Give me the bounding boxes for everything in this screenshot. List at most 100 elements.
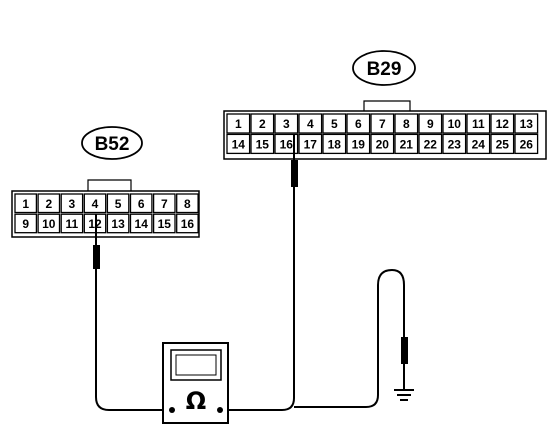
b29-pin-label: 4 bbox=[307, 117, 314, 131]
b29-pin-cell bbox=[514, 113, 539, 134]
b29-pin-cell bbox=[274, 113, 299, 134]
b52-pin-cell bbox=[129, 213, 153, 234]
b29-pin-label: 19 bbox=[352, 137, 366, 151]
b29-pin-label: 21 bbox=[400, 137, 414, 151]
b52-pin-cell bbox=[60, 213, 84, 234]
b29-pin-cell bbox=[250, 113, 275, 134]
b29-pin-label: 15 bbox=[256, 137, 270, 151]
b52-pin-label: 10 bbox=[42, 217, 56, 231]
b29-pin-label: 2 bbox=[259, 117, 266, 131]
probe-tip-b29 bbox=[291, 160, 298, 187]
b52-pin-label: 14 bbox=[135, 217, 149, 231]
b52-pin-label: 7 bbox=[161, 197, 168, 211]
ohm-symbol: Ω bbox=[186, 387, 206, 415]
b52-pin-label: 5 bbox=[115, 197, 122, 211]
b29-pin-cell bbox=[370, 113, 395, 134]
b52-pin-cell bbox=[14, 213, 38, 234]
b29-pin-label: 8 bbox=[403, 117, 410, 131]
b29-pin-label: 13 bbox=[520, 117, 534, 131]
b29-pin-cell bbox=[226, 113, 251, 134]
b29-pin-label: 17 bbox=[304, 137, 318, 151]
b29-pin-cell bbox=[322, 113, 347, 134]
connector-b52-tag bbox=[81, 126, 143, 160]
b29-pin-label: 18 bbox=[328, 137, 342, 151]
b52-pin-label: 11 bbox=[66, 217, 79, 231]
b29-pin-cell bbox=[466, 133, 491, 155]
b29-pin-label: 25 bbox=[496, 137, 510, 151]
b52-pin-label: 15 bbox=[158, 217, 172, 231]
b29-pin-label: 3 bbox=[283, 117, 290, 131]
b29-pin-cell bbox=[394, 133, 419, 155]
b29-pin-cell bbox=[298, 133, 323, 155]
b29-pin-label: 26 bbox=[520, 137, 534, 151]
b52-pin-label: 1 bbox=[22, 197, 29, 211]
b29-pin-cell bbox=[490, 133, 515, 155]
b52-pin-label: 13 bbox=[111, 217, 125, 231]
b29-pin-cell bbox=[418, 113, 443, 134]
b29-pin-cell bbox=[370, 133, 395, 155]
b52-pin-cell bbox=[60, 193, 84, 214]
b29-pin-cell bbox=[442, 113, 467, 134]
b29-pin-label: 24 bbox=[472, 137, 486, 151]
probe-tip-b52 bbox=[93, 245, 100, 269]
b52-pin-cell bbox=[176, 193, 199, 214]
b29-pin-cell bbox=[322, 133, 347, 155]
b29-pin-label: 16 bbox=[280, 137, 294, 151]
b29-pin-cell bbox=[466, 113, 491, 134]
b29-pin-cell bbox=[418, 133, 443, 155]
b52-pin-cell bbox=[106, 193, 130, 214]
b29-pin-label: 10 bbox=[448, 117, 462, 131]
b52-pin-label: 8 bbox=[184, 197, 191, 211]
b29-pin-label: 9 bbox=[427, 117, 434, 131]
b29-pin-cell bbox=[298, 113, 323, 134]
b29-pin-cell bbox=[250, 133, 275, 155]
ohmmeter: Ω bbox=[162, 342, 229, 424]
b52-pin-cell bbox=[129, 193, 153, 214]
meter-terminal-left bbox=[169, 407, 175, 413]
ground-lead bbox=[294, 268, 408, 408]
b52-pin-cell bbox=[83, 193, 107, 214]
b52-pin-cell bbox=[14, 193, 38, 214]
b29-pin-label: 1 bbox=[235, 117, 242, 131]
b29-pin-cell bbox=[394, 113, 419, 134]
b29-pin-cell bbox=[490, 113, 515, 134]
b52-pin-cell bbox=[152, 193, 176, 214]
b29-pin-label: 12 bbox=[496, 117, 510, 131]
ground-icon bbox=[394, 389, 414, 401]
connector-b29-latch bbox=[363, 100, 411, 111]
probe-lead-b52 bbox=[93, 214, 168, 411]
b29-pin-cell bbox=[226, 133, 251, 155]
b29-pin-label: 23 bbox=[448, 137, 462, 151]
b29-pin-cell bbox=[346, 113, 371, 134]
b29-pin-label: 22 bbox=[424, 137, 438, 151]
b29-pin-cell bbox=[442, 133, 467, 155]
b52-pin-cell bbox=[176, 213, 199, 234]
b52-pin-label: 4 bbox=[92, 197, 99, 211]
connector-b29-tag bbox=[352, 50, 416, 86]
b52-pin-label: 3 bbox=[69, 197, 76, 211]
b52-pin-cell bbox=[106, 213, 130, 234]
b29-pin-label: 11 bbox=[472, 117, 485, 131]
b52-pin-label: 9 bbox=[22, 217, 29, 231]
b52-pin-label: 6 bbox=[138, 197, 145, 211]
b29-pin-cell bbox=[514, 133, 539, 155]
b29-pin-label: 7 bbox=[379, 117, 386, 131]
b29-pin-label: 20 bbox=[376, 137, 390, 151]
b29-pin-label: 14 bbox=[232, 137, 246, 151]
b52-pin-cell bbox=[152, 213, 176, 234]
b29-pin-cell bbox=[346, 133, 371, 155]
b52-pin-label: 16 bbox=[181, 217, 195, 231]
meter-terminal-right bbox=[217, 407, 223, 413]
connector-b29-label: B29 bbox=[367, 59, 402, 80]
b29-pin-label: 5 bbox=[331, 117, 338, 131]
connector-b52-label: B52 bbox=[95, 134, 130, 155]
probe-lead-b29 bbox=[222, 134, 298, 411]
connector-b52-latch bbox=[87, 179, 132, 191]
ground-probe-tip bbox=[401, 337, 408, 364]
b52-pin-cell bbox=[37, 213, 61, 234]
b29-pin-cell bbox=[274, 133, 299, 155]
b52-pin-cell bbox=[37, 193, 61, 214]
